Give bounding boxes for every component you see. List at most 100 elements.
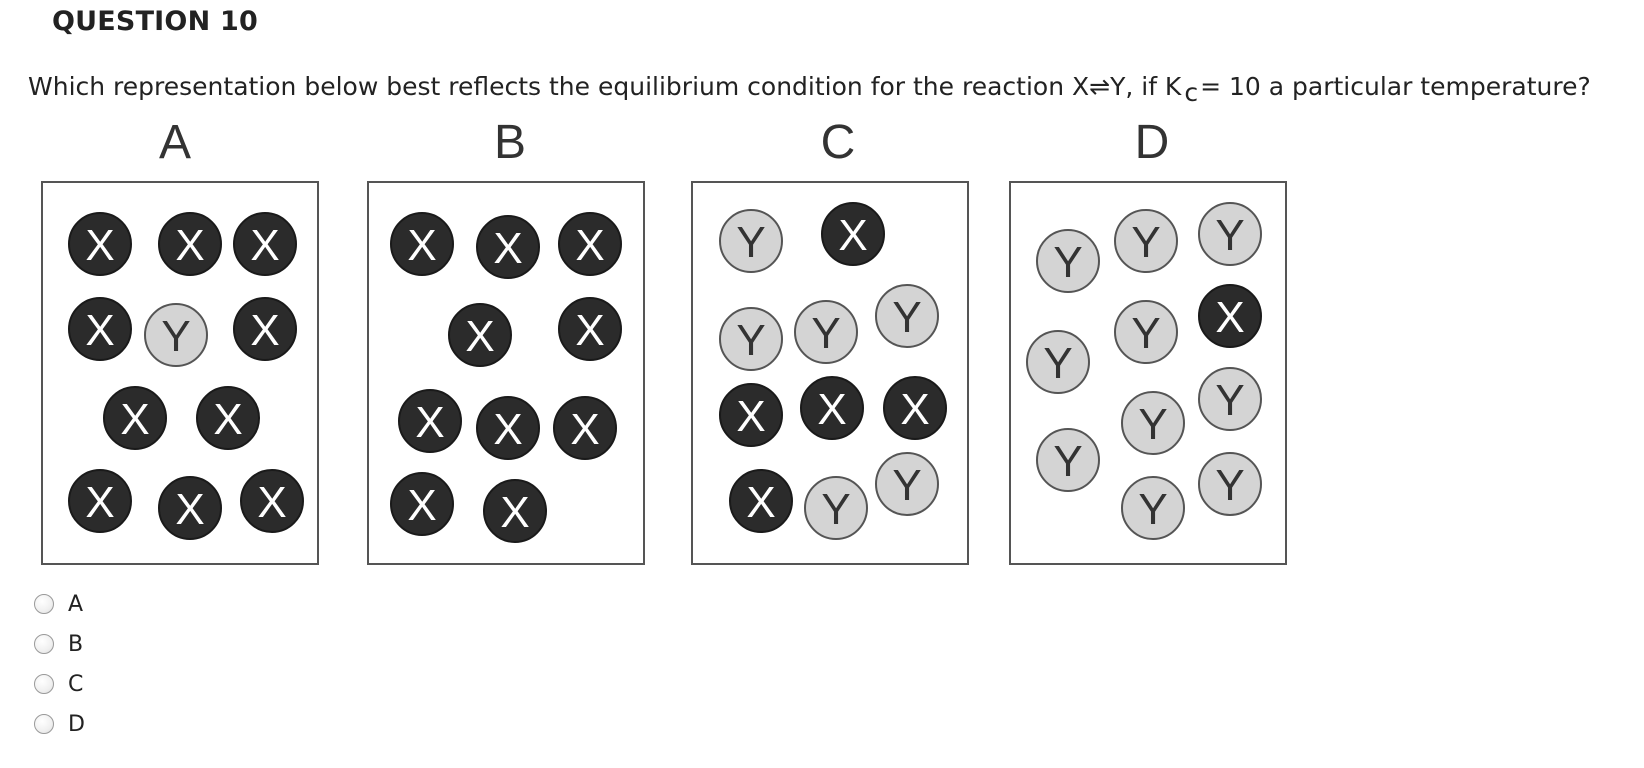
particle-x: X [233,212,297,276]
option-c[interactable]: C [34,664,85,704]
question-text: Which representation below best reflects… [28,72,1591,107]
svg-text:Y: Y [736,218,765,267]
svg-text:Y: Y [821,485,850,534]
particle-y: Y [875,452,939,516]
particle-y: Y [875,284,939,348]
particle-x: X [68,212,132,276]
svg-text:X: X [213,395,242,444]
particle-y: Y [1198,202,1262,266]
particle-x: X [558,297,622,361]
option-b[interactable]: B [34,624,85,664]
particle-y: Y [719,209,783,273]
option-label: A [68,591,84,617]
svg-text:X: X [85,478,114,527]
svg-text:Y: Y [892,461,921,510]
svg-text:Y: Y [1138,400,1167,449]
svg-text:X: X [817,385,846,434]
particle-x: X [719,383,783,447]
particle-y: Y [1114,209,1178,273]
option-d[interactable]: D [34,704,85,744]
svg-text:X: X [575,221,604,270]
question-text-middle: Y, if K [1110,72,1182,101]
radio-button[interactable] [34,714,54,734]
particle-x: X [233,297,297,361]
svg-text:X: X [257,478,286,527]
particle-x: X [883,376,947,440]
particle-y: Y [1121,391,1185,455]
particle-y: Y [1198,367,1262,431]
particle-x: X [390,472,454,536]
panel-label-a: A [159,116,191,169]
svg-text:Y: Y [1131,309,1160,358]
svg-text:Y: Y [1131,218,1160,267]
svg-text:X: X [736,392,765,441]
svg-text:X: X [85,306,114,355]
svg-text:X: X [500,488,529,537]
svg-text:X: X [575,306,604,355]
svg-text:X: X [900,385,929,434]
particle-x: X [729,469,793,533]
question-text-after: = 10 a particular temperature? [1200,72,1591,101]
radio-button[interactable] [34,674,54,694]
option-label: C [68,671,84,697]
svg-text:Y: Y [1053,437,1082,486]
svg-text:Y: Y [811,309,840,358]
particle-x: X [553,396,617,460]
svg-text:X: X [1215,293,1244,342]
particle-x: X [476,396,540,460]
particle-y: Y [1036,229,1100,293]
particle-x: X [240,469,304,533]
particle-y: Y [1198,452,1262,516]
particle-y: Y [804,476,868,540]
option-label: B [68,631,84,657]
svg-text:X: X [407,221,436,270]
panel-label-c: C [821,116,856,169]
particle-y: Y [1026,330,1090,394]
particle-y: Y [1121,476,1185,540]
particle-x: X [398,389,462,453]
svg-text:Y: Y [161,312,190,361]
svg-text:X: X [415,398,444,447]
panel-label-d: D [1135,116,1170,169]
svg-text:X: X [465,312,494,361]
svg-text:Y: Y [1215,211,1244,260]
particle-y: Y [719,307,783,371]
particle-y: Y [794,300,858,364]
option-label: D [68,711,85,737]
svg-text:Y: Y [1138,485,1167,534]
svg-text:X: X [85,221,114,270]
svg-text:X: X [175,485,204,534]
svg-text:X: X [407,481,436,530]
radio-button[interactable] [34,634,54,654]
particle-y: Y [144,303,208,367]
svg-text:Y: Y [1215,376,1244,425]
particle-x: X [821,202,885,266]
option-a[interactable]: A [34,584,85,624]
svg-text:Y: Y [892,293,921,342]
particle-x: X [158,476,222,540]
particle-x: X [476,215,540,279]
svg-text:X: X [746,478,775,527]
svg-text:Y: Y [1215,461,1244,510]
svg-text:X: X [175,221,204,270]
svg-text:Y: Y [1043,339,1072,388]
equilibrium-arrow-icon: ⇌ [1089,72,1111,101]
kc-subscript: c [1184,78,1199,107]
svg-text:X: X [250,221,279,270]
radio-button[interactable] [34,594,54,614]
particle-x: X [448,303,512,367]
particle-y: Y [1036,428,1100,492]
question-text-before: Which representation below best reflects… [28,72,1090,101]
svg-text:X: X [838,211,867,260]
question-header: QUESTION 10 [52,6,258,37]
svg-text:X: X [120,395,149,444]
particle-x: X [390,212,454,276]
particle-x: X [558,212,622,276]
particle-x: X [483,479,547,543]
particle-x: X [196,386,260,450]
